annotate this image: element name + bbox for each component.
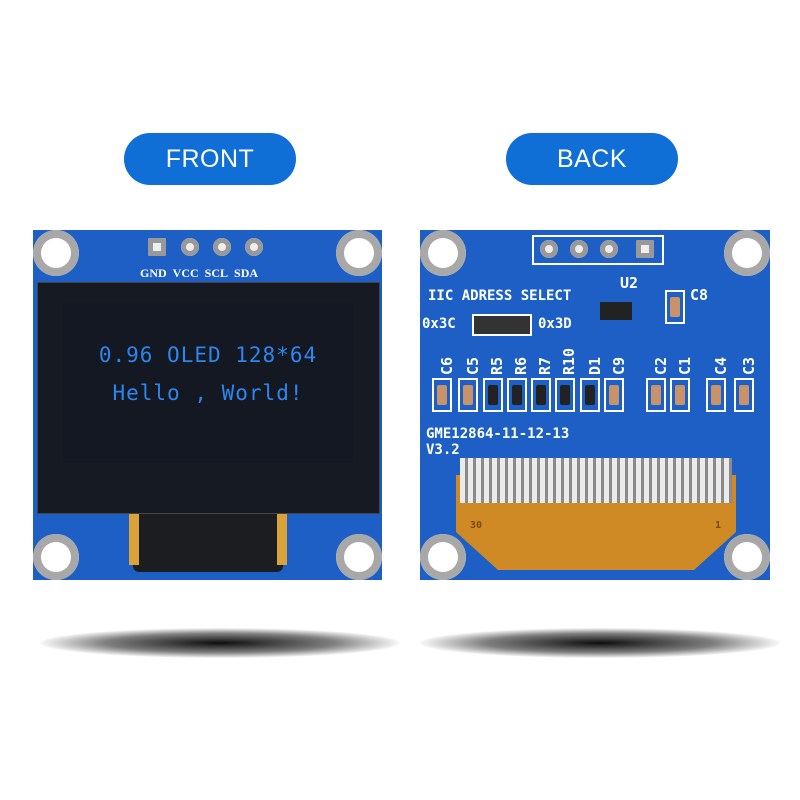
r10 xyxy=(555,378,575,412)
c1 xyxy=(670,378,690,412)
mounting-hole xyxy=(420,230,466,276)
c4 xyxy=(706,378,726,412)
pin-scl xyxy=(213,238,231,256)
comp-label: R10 xyxy=(560,347,578,375)
pin xyxy=(570,240,588,258)
version: V3.2 xyxy=(426,442,460,458)
oled-line-2: Hello , World! xyxy=(112,381,304,405)
u2-regulator xyxy=(600,302,632,320)
c3 xyxy=(734,378,754,412)
r6 xyxy=(507,378,527,412)
c9 xyxy=(604,378,624,412)
mounting-hole xyxy=(420,534,466,580)
shadow-back xyxy=(420,628,780,658)
u2-label: U2 xyxy=(620,274,639,292)
address-jumper xyxy=(472,314,532,336)
pin-vcc xyxy=(181,238,199,256)
comp-label: D1 xyxy=(586,356,604,375)
mounting-hole xyxy=(336,534,382,580)
mounting-hole xyxy=(33,534,79,580)
shadow-front xyxy=(40,628,400,658)
mounting-hole xyxy=(336,230,382,276)
pin-sda xyxy=(245,238,263,256)
model-number: GME12864-11-12-13 xyxy=(426,426,570,442)
fpc-contacts xyxy=(460,458,732,503)
r5 xyxy=(483,378,503,412)
oled-module-front: GND VCC SCL SDA 0.96 OLED 128*64 Hello ,… xyxy=(33,230,382,580)
comp-label: C1 xyxy=(676,356,694,375)
pin xyxy=(636,240,654,258)
address-right: 0x3D xyxy=(538,316,572,332)
header-outline xyxy=(532,235,664,265)
c6 xyxy=(432,378,452,412)
c8-label: C8 xyxy=(690,286,709,304)
comp-label: R7 xyxy=(536,356,554,375)
pin-label: SDA xyxy=(234,266,259,280)
fpc-pin-30: 30 xyxy=(470,520,483,531)
front-label: FRONT xyxy=(124,133,296,185)
pin xyxy=(540,240,558,258)
pin xyxy=(600,240,618,258)
mounting-hole xyxy=(724,534,770,580)
flex-tab xyxy=(277,510,287,565)
comp-label: C4 xyxy=(712,356,730,375)
comp-label: C6 xyxy=(438,356,456,375)
pin-label: SCL xyxy=(204,266,229,280)
c2 xyxy=(646,378,666,412)
address-title: IIC ADRESS SELECT xyxy=(428,288,572,304)
oled-line-1: 0.96 OLED 128*64 xyxy=(98,343,318,367)
mounting-hole xyxy=(724,230,770,276)
r7 xyxy=(531,378,551,412)
c5 xyxy=(458,378,478,412)
fpc-pin-1: 1 xyxy=(715,520,722,531)
pin-labels: GND VCC SCL SDA xyxy=(140,266,258,281)
comp-label: C9 xyxy=(610,356,628,375)
comp-label: C2 xyxy=(652,356,670,375)
flex-tab xyxy=(129,510,139,565)
back-label: BACK xyxy=(506,133,678,185)
oled-screen: 0.96 OLED 128*64 Hello , World! xyxy=(63,303,353,463)
comp-label: R6 xyxy=(512,356,530,375)
comp-label: R5 xyxy=(488,356,506,375)
pin-label: VCC xyxy=(172,266,199,280)
comp-label: C5 xyxy=(464,356,482,375)
c8-capacitor xyxy=(665,290,685,324)
pin-label: GND xyxy=(140,266,167,280)
comp-label: C3 xyxy=(740,356,758,375)
oled-module-back: IIC ADRESS SELECT 0x3C 0x3D U2 C8 C6 C5 … xyxy=(420,230,770,580)
mounting-hole xyxy=(33,230,79,276)
oled-display: 0.96 OLED 128*64 Hello , World! xyxy=(37,282,380,514)
d1 xyxy=(580,378,600,412)
pin-gnd xyxy=(148,238,166,256)
address-left: 0x3C xyxy=(422,316,456,332)
